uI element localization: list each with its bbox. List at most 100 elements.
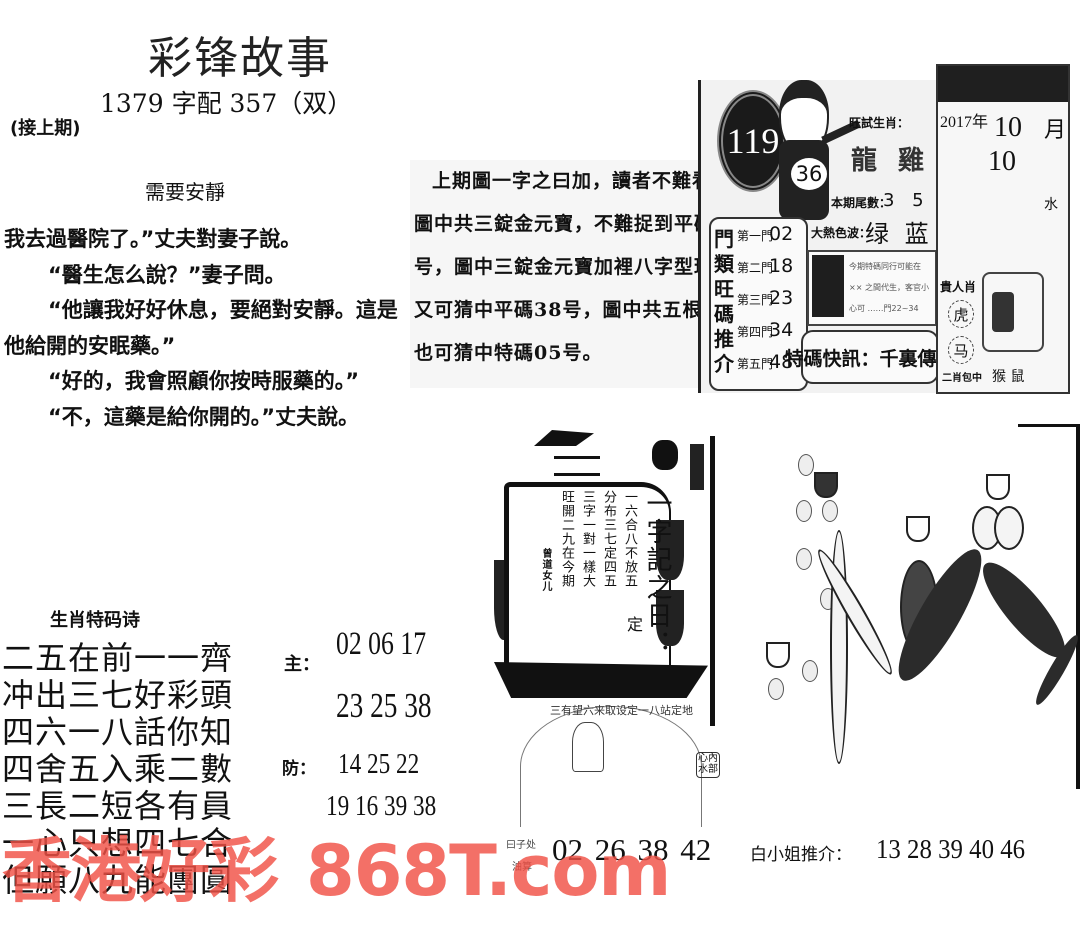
gold-ingot-icon: [906, 516, 930, 542]
coin-icon: [768, 678, 784, 700]
puzzle-figure: [760, 410, 1080, 789]
tail-value: 3 5: [883, 190, 930, 211]
story-title: 彩锋故事: [148, 33, 332, 84]
note-line: 圖中共三錠金元寶，不難捉到平碼03: [414, 213, 743, 235]
guard-numbers: 19 16 39 38: [326, 790, 437, 822]
boat-tag: [690, 444, 704, 490]
poem-line: 四六一八話你知: [2, 713, 234, 751]
main-numbers: 02 06 17: [336, 626, 427, 662]
flag-icon: [534, 430, 594, 446]
story-heading: 需要安靜: [145, 180, 225, 204]
note-line: 号，圖中三錠金元寶加裡八字型球，: [414, 256, 735, 278]
coin-icon: [796, 500, 812, 522]
verse-line: 旺開二九在今期: [559, 490, 574, 588]
boat-illustration: 一字記之日： 一六合八不放五 分布三七定四五 三字一對一樣大 旺開二九在今期 曾…: [494, 430, 734, 760]
coin-icon: [822, 500, 838, 522]
hint-image-box: 今期特碼同行可能在×× 之間代生，客官小心可 ……門22~34: [807, 250, 937, 326]
dark-photo-icon: [812, 255, 844, 317]
banner-right-icon: [656, 590, 684, 646]
poem-line: 二五在前一一齊: [2, 639, 234, 677]
number-ball: 36: [789, 156, 829, 192]
bai-recommend-label: 白小姐推介：: [750, 845, 852, 865]
arc-outline: [520, 706, 702, 827]
rope-icon: [811, 545, 899, 679]
boat-verse: 一字記之日： 一六合八不放五 分布三七定四五 三字一對一樣大 旺開二九在今期 曾…: [538, 490, 672, 660]
calendar-card: 2017年 10 月 10 水 貴人肖 虎 马 二肖包中猴 鼠: [936, 64, 1070, 394]
previous-issue-note: 上期圖一字之曰加，讀者不難看到 圖中共三錠金元寶，不難捉到平碼03 号，圖中三錠…: [410, 160, 763, 388]
banner-right-icon: [656, 520, 684, 580]
note-line: 又可猜中平碼38号，圖中共五根繩子，: [414, 299, 763, 321]
story-line: “不，這藥是給你開的。”丈夫說。: [48, 404, 360, 429]
poem-line: 四舍五入乘二數: [2, 750, 234, 788]
mast-top-icon: [554, 456, 600, 476]
poem-line: 三長二短各有員: [2, 787, 234, 825]
story-body: 我去過醫院了。”丈夫對妻子說。 “醫生怎么說？”妻子問。 “他讓我好好休息，要絕…: [4, 222, 409, 435]
issue-badge: 119: [717, 90, 789, 192]
calendar-bottom: 二肖包中猴 鼠: [942, 369, 1025, 385]
arc-label: 三有望六来取设定一八站定地: [550, 704, 693, 717]
tail-label: 本期尾數：: [831, 196, 892, 210]
calendar-header-bar: [938, 66, 1068, 102]
bai-recommend-numbers: 13 28 39 40 46: [876, 834, 1026, 864]
noble-zodiac-2: 马: [948, 336, 974, 364]
guard-label: 防：: [282, 759, 316, 779]
main-label: 主：: [284, 654, 320, 675]
calendar-day: 10: [988, 146, 1016, 177]
lottery-card: 119 36 旺試生肖： 龍 雞 本期尾數： 3 5 門 類 旺 碼 推 介 第…: [698, 80, 956, 393]
noble-label: 貴人肖: [940, 280, 977, 294]
calendar-picture-frame: [982, 272, 1044, 352]
poem-line: 一心只想四七合: [2, 824, 234, 862]
calendar-element: 水: [1044, 197, 1058, 213]
watermark-brand: 香港好彩: [2, 830, 279, 912]
gold-ingot-icon: [814, 472, 838, 498]
boat-hull: [494, 662, 708, 698]
verse-ding: 定: [624, 616, 643, 633]
verse-line: 一六合八不放五: [622, 490, 637, 588]
coin-icon: [796, 548, 812, 570]
coin-icon: [802, 660, 818, 682]
poem-line: 冲出三七好彩頭: [2, 676, 234, 714]
hint-image-text: 今期特碼同行可能在×× 之間代生，客官小心可 ……門22~34: [849, 262, 929, 313]
divider-rule: [710, 436, 715, 726]
calendar-year: 2017年: [940, 114, 989, 131]
note-line: 上期圖一字之曰加，讀者不難看到: [432, 170, 733, 192]
fruit-icon: [994, 506, 1024, 550]
calendar-month-char: 月: [1044, 118, 1067, 143]
inner-water-stamp: 心內水部: [696, 752, 720, 778]
gold-ingot-icon: [986, 474, 1010, 500]
bottom-fragment: 油算: [512, 862, 532, 873]
arc-caption: 三有望六来取设定一八站定地: [520, 702, 710, 827]
figure-icon: [992, 292, 1014, 332]
tip-banner: 特碼快訊：千裏傳音: [785, 330, 956, 384]
note-line: 也可猜中特碼05号。: [414, 342, 603, 364]
continued-label: (接上期): [10, 118, 81, 139]
color-value: 绿 蓝: [865, 220, 933, 248]
gold-ingot-icon: [766, 642, 790, 668]
door-vertical-title: 門 類 旺 碼 推 介: [714, 227, 734, 376]
calendar-faded-text: [946, 186, 1056, 276]
color-label: 大熱色波：: [811, 226, 872, 240]
story-line: “好的，我會照顧你按時服藥的。”: [48, 369, 360, 393]
lantern-icon: [652, 440, 678, 470]
story-subtitle: 1379 字配 357（双）: [100, 89, 353, 118]
zodiac-label: 旺試生肖：: [849, 116, 910, 130]
poem-title: 生肖特码诗: [50, 610, 140, 631]
verse-author: 曾道女儿: [540, 548, 551, 592]
noble-zodiac-1: 虎: [948, 300, 974, 328]
bottom-fragment: 曰子处: [506, 840, 536, 851]
bottom-numbers: 02 26 38 42: [552, 832, 712, 867]
poem-line: 但願八九能團圓: [2, 861, 234, 899]
story-line: 他給開的安眠藥。”: [4, 333, 176, 358]
verse-line: 分布三七定四五: [601, 490, 616, 588]
main-numbers: 23 25 38: [336, 686, 432, 725]
frame-line: [1076, 424, 1080, 789]
poem-body: 二五在前一一齊 冲出三七好彩頭 四六一八話你知 四舍五入乘二數 三長二短各有員 …: [2, 640, 233, 899]
